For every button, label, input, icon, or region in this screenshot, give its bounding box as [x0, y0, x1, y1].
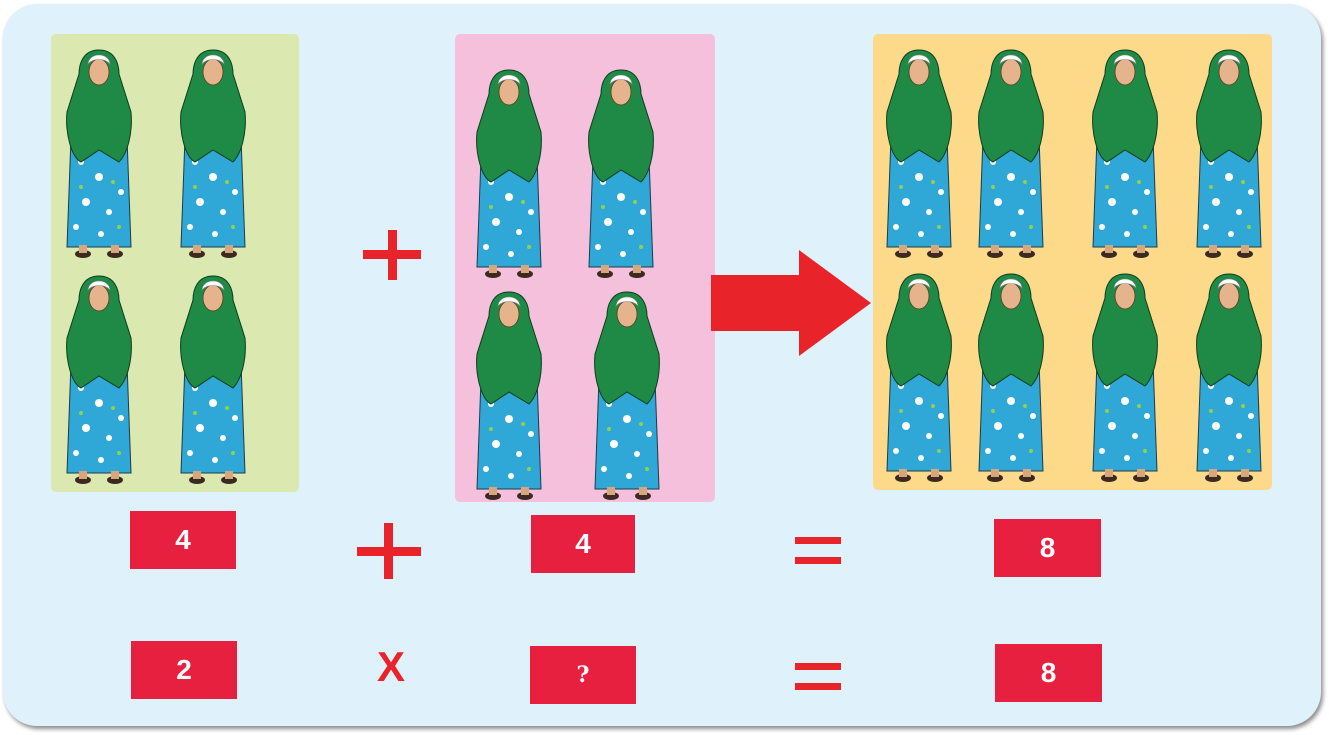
- plus-sign-bottom: [357, 523, 421, 579]
- girl-figure: [583, 62, 659, 290]
- first-group-panel: [51, 34, 299, 492]
- plus-sign-top: [363, 230, 423, 280]
- girl-figure: [589, 284, 665, 512]
- unknown-factor-box[interactable]: ?: [530, 646, 636, 704]
- girl-figure: [61, 268, 137, 496]
- sum-box: 8: [994, 519, 1101, 577]
- addend-two-box: 4: [531, 515, 635, 573]
- girl-figure: [471, 284, 547, 512]
- girl-figure: [973, 42, 1049, 270]
- girl-figure: [175, 268, 251, 496]
- right-arrow-icon: [711, 250, 871, 356]
- girl-figure: [1191, 266, 1267, 494]
- girl-figure: [471, 62, 547, 290]
- addend-one-box: 4: [130, 511, 236, 569]
- equals-sign-mult: [795, 663, 841, 693]
- times-sign: X: [377, 643, 406, 690]
- girl-figure: [973, 266, 1049, 494]
- girl-figure: [61, 42, 137, 270]
- girl-figure: [881, 42, 957, 270]
- girl-figure: [1191, 42, 1267, 270]
- girl-figure: [881, 266, 957, 494]
- girl-figure: [1087, 42, 1163, 270]
- second-group-panel: [455, 34, 715, 502]
- lesson-card: 4 4 8 2 X ? 8: [3, 4, 1321, 726]
- product-box: 8: [995, 644, 1102, 702]
- factor-one-box: 2: [131, 641, 237, 699]
- result-group-panel: [873, 34, 1272, 490]
- equals-sign-add: [795, 537, 841, 567]
- girl-figure: [1087, 266, 1163, 494]
- girl-figure: [175, 42, 251, 270]
